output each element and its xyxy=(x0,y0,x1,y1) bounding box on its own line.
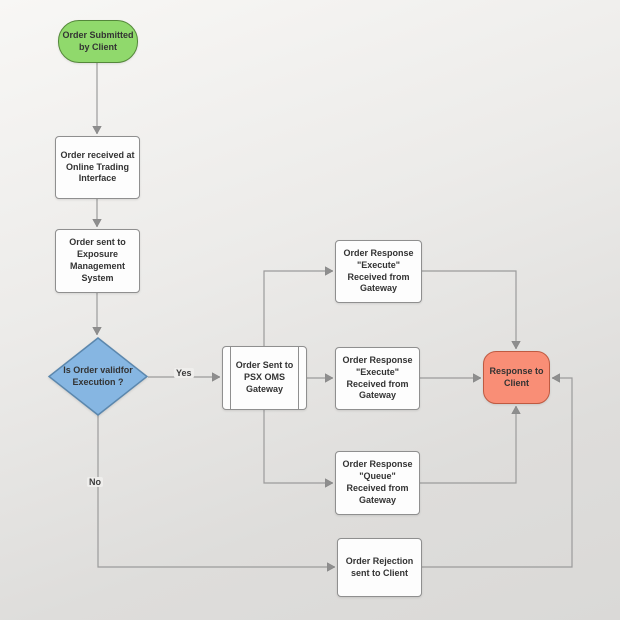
node-response-execute-2: Order Response "Execute" Received from G… xyxy=(335,347,420,410)
connector-decision-no-to-rejection xyxy=(97,415,335,567)
edge-label-yes: Yes xyxy=(174,368,194,378)
node-response-queue: Order Response "Queue" Received from Gat… xyxy=(335,451,420,515)
node-response-execute-2-label: Order Response "Execute" Received from G… xyxy=(342,354,413,401)
connector-resp-queue-to-response xyxy=(420,406,516,484)
node-exposure-system: Order sent to Exposure Management System xyxy=(55,229,140,293)
node-exposure-system-label: Order sent to Exposure Management System xyxy=(69,237,126,283)
node-response-queue-label: Order Response "Queue" Received from Gat… xyxy=(342,459,413,505)
node-order-rejection-label: Order Rejection sent to Client xyxy=(345,555,414,578)
node-psx-gateway: Order Sent to PSX OMS Gateway xyxy=(222,346,307,410)
node-response-execute-1-label: Order Response "Execute" Received from G… xyxy=(343,247,414,294)
connector-gateway-to-resp-execute-1 xyxy=(263,271,333,346)
node-response-to-client-label: Response to Client xyxy=(489,365,544,388)
node-decision-label: Is Order validfor Execution ? xyxy=(63,364,133,387)
node-response-execute-1: Order Response "Execute" Received from G… xyxy=(335,240,422,303)
node-order-rejection: Order Rejection sent to Client xyxy=(337,538,422,597)
connector-rejection-to-response xyxy=(422,378,573,568)
edge-label-no: No xyxy=(87,477,103,487)
node-decision: Is Order validfor Execution ? xyxy=(48,337,148,416)
connector-gateway-to-resp-queue xyxy=(263,410,333,483)
decision-diamond-shape xyxy=(48,337,148,416)
node-start-label: Order Submitted by Client xyxy=(62,29,134,52)
node-response-to-client: Response to Client xyxy=(483,351,550,404)
connector-resp-execute-1-to-response xyxy=(422,270,516,349)
node-psx-gateway-label: Order Sent to PSX OMS Gateway xyxy=(235,360,294,394)
node-order-received-label: Order received at Online Trading Interfa… xyxy=(60,149,135,184)
node-start: Order Submitted by Client xyxy=(58,20,138,63)
node-order-received: Order received at Online Trading Interfa… xyxy=(55,136,140,199)
